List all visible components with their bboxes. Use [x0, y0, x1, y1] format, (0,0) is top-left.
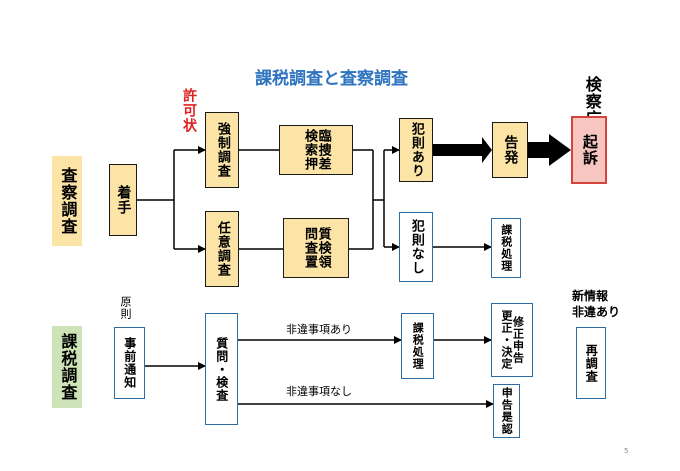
node-kazei-shori-2: 課税処理 — [401, 313, 434, 379]
node-shinkoku-zenin: 申告是認 — [493, 384, 520, 438]
node-sai-chosa: 再調査 — [576, 327, 606, 399]
gensoku-label: 原則 — [119, 296, 132, 320]
node-kazei-shori-1: 課税処理 — [491, 218, 521, 278]
thick-arrow-kokuhatsu-kiso — [528, 142, 550, 158]
kazei-chosa-label: 課税調査 — [52, 326, 82, 408]
thick-arrow-ari-kokuhatsu — [433, 144, 483, 156]
node-hansoku-ari: 犯則あり — [399, 118, 433, 182]
page-number: 5 — [624, 447, 629, 455]
kensatsucho-label: 検察庁 — [582, 75, 602, 127]
diagram-title: 課税調査と査察調査 — [255, 69, 408, 89]
shinjoho-label: 新情報 非違あり — [572, 289, 621, 320]
sasatsu-chosa-label: 査察調査 — [52, 156, 82, 246]
node-shitsumon-kensa: 質問・検査 — [205, 313, 238, 425]
node-hansoku-nashi: 犯則なし — [399, 212, 433, 282]
node-shitsumon-kensa-ryochi: 質検領 問査置 — [283, 218, 349, 278]
node-kokuhatsu: 告発 — [492, 122, 528, 178]
node-jizen-tsuchi: 事前通知 — [114, 327, 145, 399]
kyokajo-label: 許可状 — [181, 88, 197, 133]
node-rinken-sosaku-sa-oshi: 臨捜差 検索押 — [279, 125, 353, 175]
node-kiso: 起訴 — [571, 116, 607, 184]
node-kyosei-chosa: 強制調査 — [205, 112, 239, 188]
ihan-nashi-label: 非違事項なし — [286, 385, 352, 398]
node-shusei-shinkoku: 修正申告 更正・決定 — [491, 303, 533, 377]
node-chakushu: 着手 — [109, 164, 137, 236]
ihan-ari-label: 非違事項あり — [286, 323, 352, 336]
node-nini-chosa: 任意調査 — [205, 211, 239, 287]
